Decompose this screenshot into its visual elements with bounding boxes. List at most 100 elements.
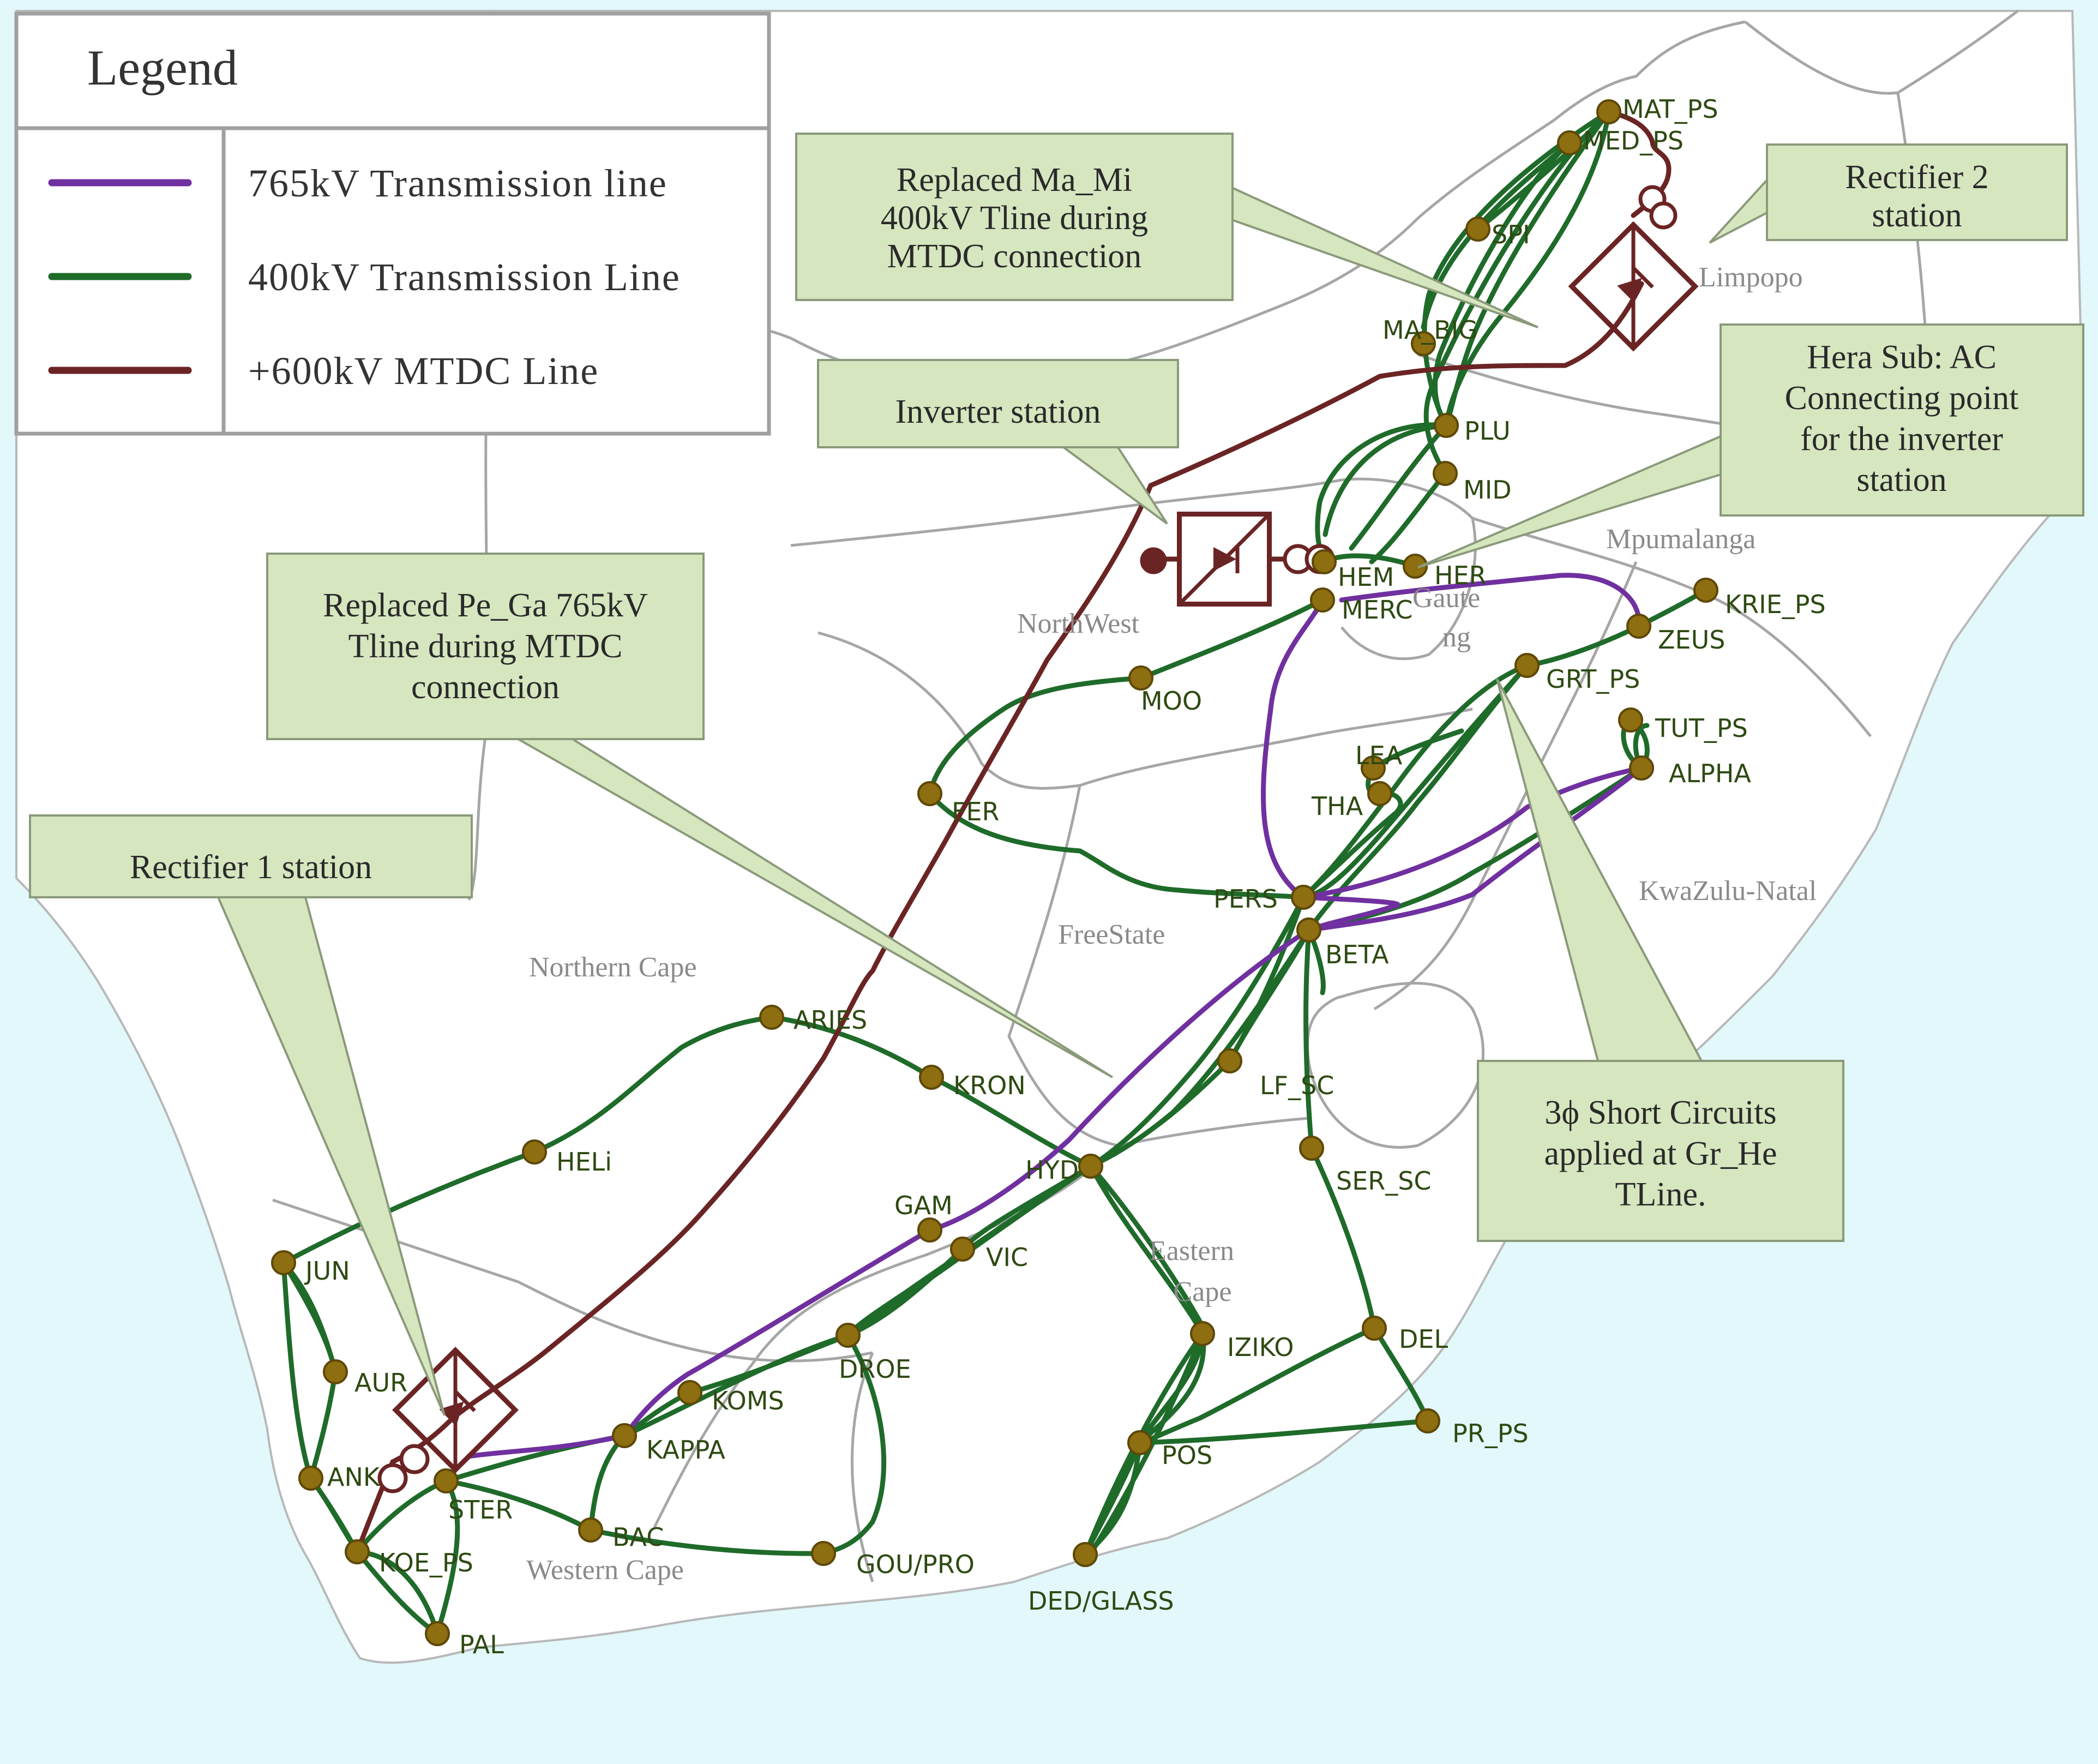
rectifier-2-transformer-coil-2 (1649, 201, 1678, 230)
border-zimbabwe (1744, 9, 2019, 95)
callout-box-inverter (817, 359, 1179, 448)
bus-node-gam (917, 1217, 942, 1243)
region-label-eastern-cape: Eastern (1149, 1235, 1234, 1267)
bus-label-alpha: ALPHA (1669, 759, 1751, 788)
bus-node-pos (1127, 1430, 1152, 1455)
line-400kv-66 (281, 1149, 537, 1265)
bus-node-tut-ps (1618, 707, 1643, 733)
bus-node-ded-glass (1073, 1542, 1098, 1567)
bus-node-grt-ps (1514, 653, 1540, 678)
callout-text-inverter: Inverter station (895, 393, 1101, 430)
bus-node-ser-sc (1299, 1136, 1324, 1161)
bus-label-jun: JUN (304, 1256, 350, 1286)
bus-label-pos: POS (1162, 1441, 1212, 1470)
bus-node-med-ps (1557, 130, 1582, 155)
converter-stations (377, 185, 1699, 1493)
bus-label-merc: MERC (1342, 595, 1413, 625)
border-botswana-east (1417, 20, 1746, 219)
callout-box-short-circuit (1477, 1060, 1844, 1242)
bus-node-kappa (612, 1423, 637, 1448)
line-400kv-47 (845, 1246, 965, 1338)
bus-label-tha: THA (1311, 791, 1363, 821)
line-765kv-2 (1261, 597, 1325, 900)
line-765kv-6 (927, 927, 1312, 1233)
bus-label-iziko: IZIKO (1227, 1333, 1294, 1362)
line-400kv-56 (354, 1478, 449, 1555)
callout-text-rectifier-2: station (1872, 197, 1962, 234)
bus-node-spi (1465, 217, 1490, 242)
bus-label-hem: HEM (1338, 562, 1394, 592)
bus-label-gou-pro: GOU/PRO (856, 1550, 975, 1579)
bus-node-ank (298, 1466, 323, 1491)
bus-node-koms (677, 1380, 702, 1405)
bus-label-fer: FER (952, 797, 1000, 826)
bus-node-zeus (1626, 614, 1651, 639)
mtdc-junction-dot (1140, 547, 1167, 574)
bus-label-kron: KRON (953, 1071, 1026, 1100)
line-400kv-31 (1303, 927, 1314, 1151)
line-765kv-4 (1306, 765, 1644, 933)
line-400kv-4 (1475, 109, 1612, 232)
callout-text-short-circuit: applied at Gr_He (1544, 1135, 1777, 1172)
bus-node-krie-ps (1693, 578, 1718, 603)
line-400kv-3 (1422, 109, 1612, 428)
bus-node-gou-pro (811, 1541, 836, 1566)
bus-label-ser-sc: SER_SC (1336, 1166, 1432, 1196)
bus-label-mat-ps: MAT_PS (1622, 94, 1718, 124)
line-400kv-65 (281, 1260, 314, 1481)
line-400kv-37 (1088, 1163, 1208, 1334)
line-400kv-1 (1423, 109, 1612, 476)
bus-node-fer (917, 781, 942, 806)
bus-label-koms: KOMS (712, 1386, 784, 1415)
callout-rectifier-1: Rectifier 1 station (29, 814, 473, 1416)
callout-text-hera-sub: station (1856, 461, 1946, 499)
inverter-station-symbol (1177, 512, 1272, 607)
line-400kv-62 (308, 1369, 338, 1481)
region-label-gauteng: Gaute (1412, 583, 1480, 614)
bus-label-moo: MOO (1141, 686, 1202, 716)
bus-label-kappa: KAPPA (646, 1435, 725, 1465)
bus-label-heli: HELi (556, 1147, 612, 1177)
line-400kv-32 (1309, 1145, 1377, 1331)
line-400kv-39 (1137, 1331, 1206, 1445)
region-label-limpopo: Limpopo (1699, 262, 1803, 293)
rectifier-2-station-symbol (1568, 221, 1699, 352)
bus-label-ded-glass: DED/GLASS (1028, 1586, 1174, 1616)
bus-node-aries (759, 1005, 784, 1030)
region-label-northern-cape: Northern Cape (529, 952, 697, 983)
legend-label-3: +600kV MTDC Line (248, 349, 599, 393)
legend-box (14, 11, 771, 436)
line-400kv-6 (1444, 109, 1612, 428)
region-labels: LimpopoMpumalangaNorthWestGautengKwaZulu… (526, 262, 1817, 1586)
line-400kv-68 (769, 1015, 934, 1080)
bus-label-pal: PAL (459, 1630, 504, 1659)
rectifier-1-transformer-coil-2 (377, 1463, 408, 1493)
bus-label-gam: GAM (894, 1191, 953, 1220)
region-label-northwest: NorthWest (1017, 608, 1140, 639)
bus-node-alpha (1629, 755, 1654, 781)
bus-node-plu (1434, 413, 1459, 438)
bus-label-aries: ARIES (793, 1005, 867, 1035)
bus-node-her (1403, 554, 1428, 579)
region-label-eastern-cape: Cape (1174, 1276, 1232, 1307)
line-400kv-13 (1138, 597, 1325, 681)
bus-node-lf-sc (1217, 1048, 1242, 1073)
border-freestate-south (1117, 1117, 1309, 1147)
callout-text-pe-ga: Replaced Pe_Ga 765kV (323, 587, 648, 624)
bus-node-pers (1291, 885, 1316, 910)
bus-label-med-ps: MED_PS (1583, 126, 1684, 155)
region-label-western-cape: Western Cape (526, 1555, 684, 1586)
line-400kv-9 (1322, 423, 1449, 537)
bus-label-zeus: ZEUS (1658, 625, 1725, 655)
line-400kv-50 (821, 1333, 887, 1556)
line-400kv-11 (1369, 471, 1448, 565)
callout-box-rectifier-2 (1766, 143, 2068, 241)
line-400kv-54 (443, 1478, 593, 1533)
